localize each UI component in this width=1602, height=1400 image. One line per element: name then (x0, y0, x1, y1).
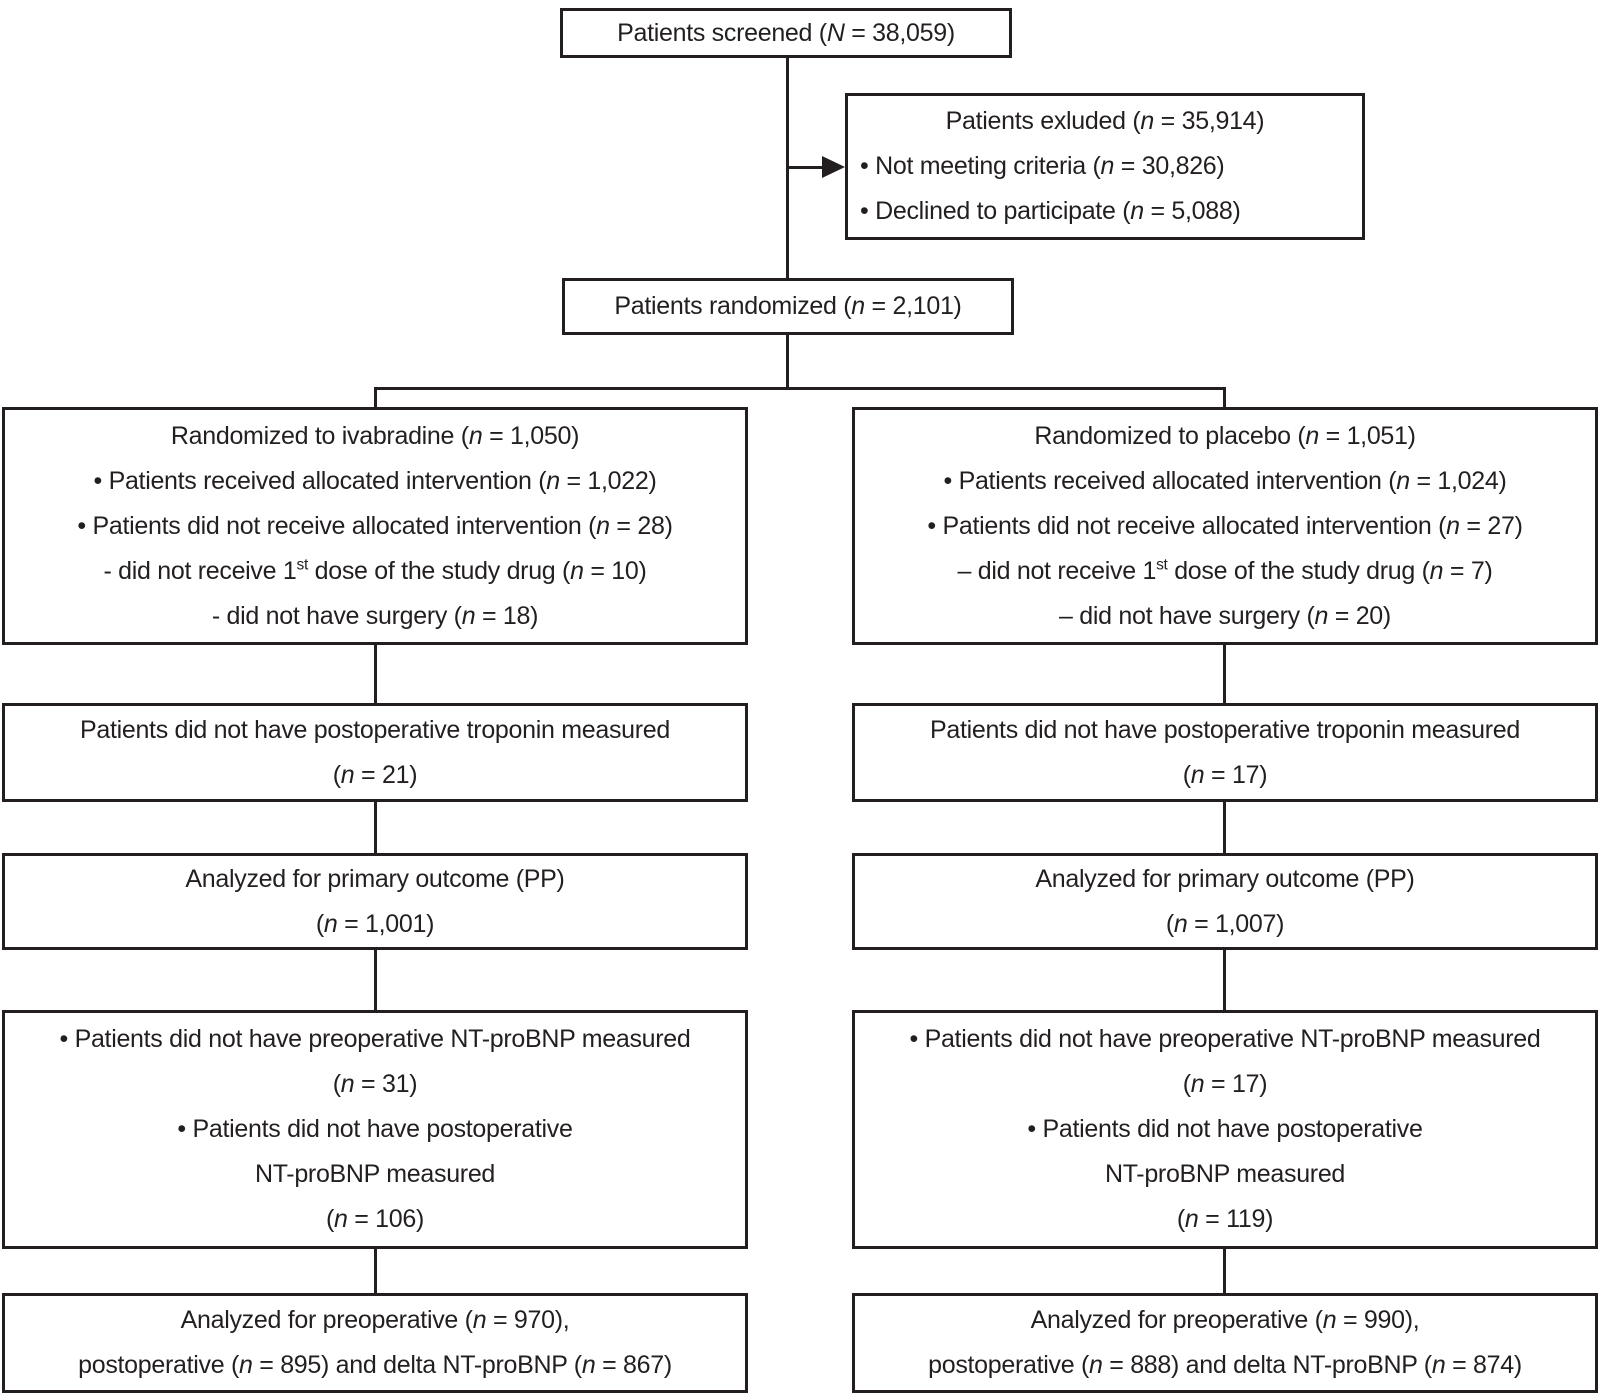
ivabradine-ntprobnp-text: • Patients did not have preoperative NT-… (59, 1025, 691, 1233)
connector-ivabradine-1 (374, 645, 377, 703)
box-patients-excluded: Patients exluded (n = 35,914) • Not meet… (845, 93, 1365, 240)
box-placebo-final-analysis: Analyzed for preoperative (n = 990), pos… (852, 1293, 1598, 1393)
arrowhead-icon (822, 156, 845, 178)
connector-placebo-4 (1223, 1249, 1226, 1293)
ivabradine-primary-text: Analyzed for primary outcome (PP) (n = 1… (185, 864, 565, 938)
ivabradine-troponin-text: Patients did not have postoperative trop… (79, 715, 671, 789)
box-patients-randomized: Patients randomized (n = 2,101) (562, 278, 1014, 335)
connector-placebo-3 (1223, 950, 1226, 1010)
branch-drop-left (374, 388, 377, 408)
box-patients-screened: Patients screened (N = 38,059) (560, 8, 1012, 58)
ivabradine-allocation-text: Randomized to ivabradine (n = 1,050) • P… (77, 421, 673, 630)
box-placebo-no-troponin: Patients did not have postoperative trop… (852, 703, 1598, 802)
box-placebo-primary-outcome: Analyzed for primary outcome (PP) (n = 1… (852, 853, 1598, 950)
connector-to-excluded (788, 166, 824, 169)
patients-screened-text: Patients screened (N = 38,059) (617, 18, 955, 47)
placebo-allocation-text: Randomized to placebo (n = 1,051) • Pati… (927, 421, 1523, 630)
box-ivabradine-primary-outcome: Analyzed for primary outcome (PP) (n = 1… (2, 853, 748, 950)
patients-excluded-title: Patients exluded (n = 35,914) (945, 107, 1265, 135)
box-ivabradine-no-troponin: Patients did not have postoperative trop… (2, 703, 748, 802)
patients-randomized-text: Patients randomized (n = 2,101) (614, 292, 962, 320)
connector-placebo-1 (1223, 645, 1226, 703)
box-randomized-placebo: Randomized to placebo (n = 1,051) • Pati… (852, 407, 1598, 645)
box-randomized-ivabradine: Randomized to ivabradine (n = 1,050) • P… (2, 407, 748, 645)
connector-placebo-2 (1223, 802, 1226, 853)
box-ivabradine-final-analysis: Analyzed for preoperative (n = 970), pos… (2, 1293, 748, 1393)
ivabradine-final-text: Analyzed for preoperative (n = 970), pos… (78, 1306, 672, 1379)
excluded-reason-not-meeting-criteria: • Not meeting criteria (n = 30,826) (860, 152, 1225, 180)
placebo-primary-text: Analyzed for primary outcome (PP) (n = 1… (1035, 864, 1415, 938)
connector-randomized-to-branch (786, 335, 789, 388)
box-placebo-ntprobnp-missing: • Patients did not have preoperative NT-… (852, 1010, 1598, 1249)
connector-ivabradine-3 (374, 950, 377, 1010)
connector-ivabradine-4 (374, 1249, 377, 1293)
connector-ivabradine-2 (374, 802, 377, 853)
placebo-troponin-text: Patients did not have postoperative trop… (929, 715, 1521, 789)
box-ivabradine-ntprobnp-missing: • Patients did not have preoperative NT-… (2, 1010, 748, 1249)
branch-drop-right (1223, 388, 1226, 408)
placebo-ntprobnp-text: • Patients did not have preoperative NT-… (909, 1025, 1541, 1233)
connector-screened-to-randomized (786, 58, 789, 278)
placebo-final-text: Analyzed for preoperative (n = 990), pos… (928, 1306, 1522, 1379)
excluded-reason-declined: • Declined to participate (n = 5,088) (860, 197, 1241, 225)
branch-horizontal-line (374, 387, 1226, 390)
